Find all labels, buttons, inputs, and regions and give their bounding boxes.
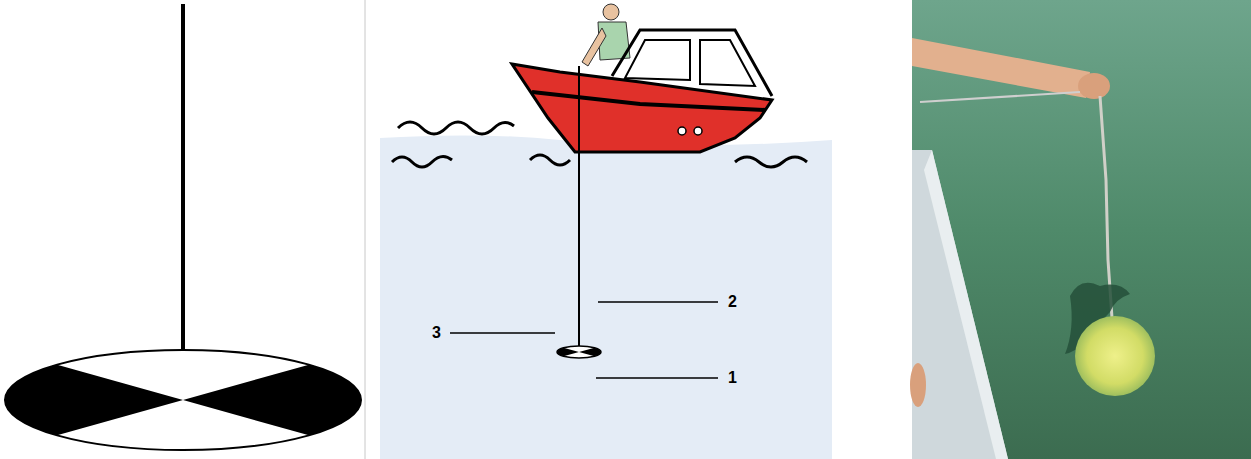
leader-line bbox=[598, 301, 718, 303]
field-photo bbox=[910, 0, 1251, 459]
secchi-disk-drawing bbox=[5, 0, 365, 459]
callout-number: 1 bbox=[728, 369, 737, 387]
leader-line bbox=[596, 377, 718, 379]
disk bbox=[557, 346, 601, 358]
porthole bbox=[694, 127, 702, 135]
boat-scene bbox=[380, 0, 832, 459]
hand bbox=[1078, 73, 1110, 99]
wave bbox=[530, 155, 570, 165]
man-head bbox=[603, 4, 619, 20]
boat-side bbox=[912, 150, 1008, 459]
panel-divider bbox=[365, 0, 366, 459]
wave bbox=[392, 156, 452, 167]
man-arm bbox=[582, 28, 606, 66]
disk bbox=[5, 350, 361, 450]
rod bbox=[181, 4, 185, 400]
hull bbox=[512, 64, 772, 152]
hull-stripe bbox=[532, 92, 766, 110]
window bbox=[700, 40, 755, 86]
window bbox=[625, 40, 690, 80]
leader-line bbox=[450, 332, 555, 334]
arm bbox=[912, 38, 1090, 98]
wave bbox=[398, 122, 514, 134]
callout-number: 2 bbox=[728, 293, 737, 311]
wave bbox=[735, 157, 807, 167]
callout-number: 3 bbox=[432, 324, 441, 342]
rope bbox=[578, 66, 580, 348]
disk-underwater bbox=[1075, 316, 1155, 396]
water bbox=[380, 135, 832, 459]
string bbox=[920, 92, 1080, 102]
leg bbox=[910, 363, 926, 407]
porthole bbox=[678, 127, 686, 135]
